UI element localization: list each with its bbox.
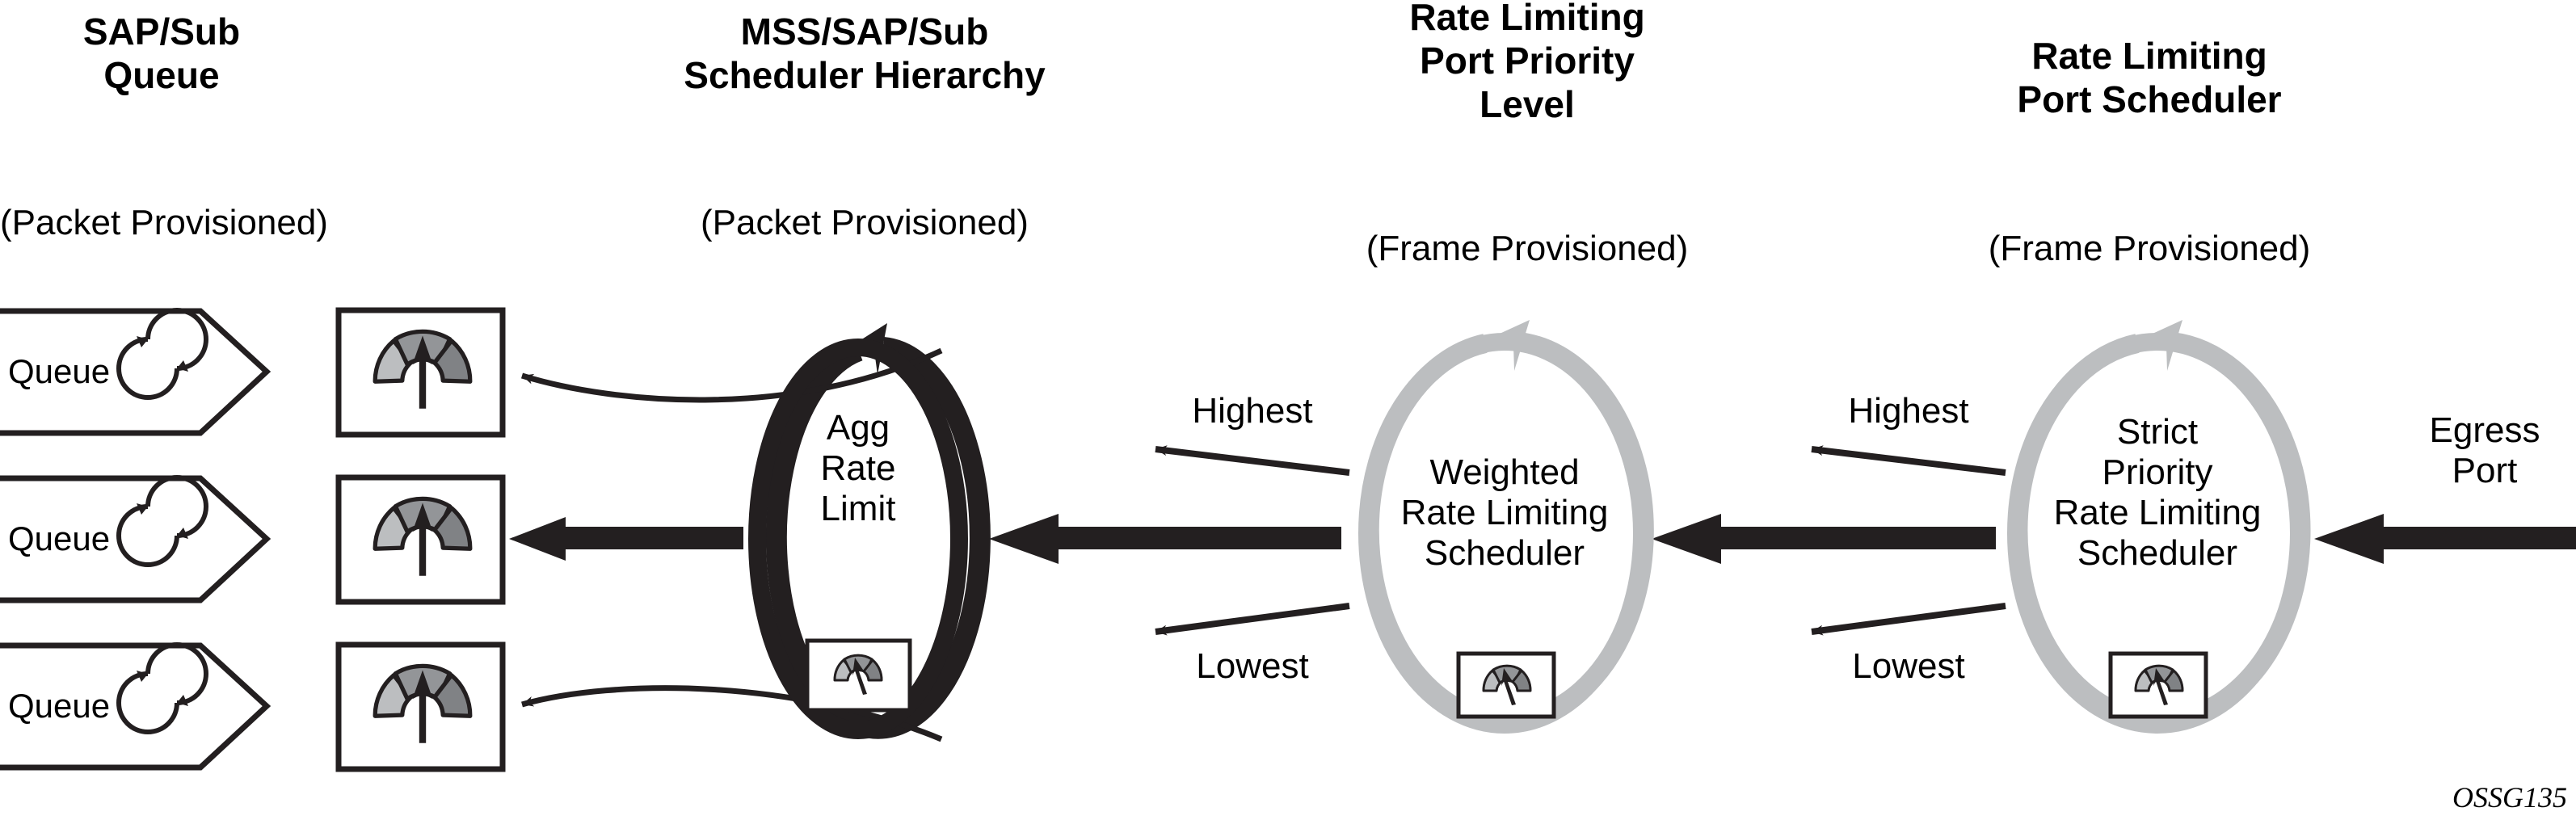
column-subtitle-rate-limiting-port-priority-level: (Frame Provisioned) bbox=[1366, 229, 1689, 268]
queue-label-1: Queue bbox=[8, 352, 111, 390]
weighted-scheduler-label: Weighted Rate Limiting Scheduler bbox=[1400, 452, 1609, 573]
column-subtitle-rate-limiting-port-scheduler: (Frame Provisioned) bbox=[1988, 229, 2311, 268]
arrow-weighted-highest bbox=[1155, 445, 1350, 476]
thick-arrow-strict-to-weighted bbox=[1652, 514, 1996, 564]
egress-port-label: Egress Port bbox=[2429, 410, 2540, 490]
strict-lowest-label: Lowest bbox=[1852, 646, 1965, 686]
queue-shape-1 bbox=[0, 308, 271, 436]
column-subtitle-mss-sap-sub-scheduler-hierarchy: (Packet Provisioned) bbox=[701, 203, 1029, 242]
thick-arrow-weighted-to-agg bbox=[989, 514, 1341, 564]
agg-rate-limit-oval bbox=[748, 339, 968, 739]
weighted-lowest-label: Lowest bbox=[1196, 646, 1309, 686]
weighted-highest-label: Highest bbox=[1192, 391, 1313, 431]
arrow-weighted-lowest bbox=[1155, 603, 1350, 636]
queue-shape-3 bbox=[0, 642, 271, 771]
thick-arrow-egress-to-strict bbox=[2314, 514, 2576, 564]
column-subtitle-sap-sub-queue: (Packet Provisioned) bbox=[0, 203, 328, 242]
gauge-box-2 bbox=[335, 474, 506, 605]
strict-priority-oval bbox=[2007, 333, 2308, 734]
queue-label-2: Queue bbox=[8, 519, 111, 557]
queue-label-3: Queue bbox=[8, 687, 111, 725]
gauge-box-3 bbox=[335, 641, 506, 772]
agg-rate-limit-gauge bbox=[805, 638, 912, 713]
arrow-strict-highest bbox=[1811, 445, 2006, 476]
thick-arrow-agg-to-gauge-2 bbox=[509, 517, 743, 561]
arrow-strict-lowest bbox=[1811, 603, 2006, 636]
strict-priority-scheduler-label: Strict Priority Rate Limiting Scheduler bbox=[2053, 412, 2262, 573]
strict-highest-label: Highest bbox=[1848, 391, 1969, 431]
gauge-box-1 bbox=[335, 307, 506, 438]
figure-id-watermark: OSSG135 bbox=[2452, 781, 2567, 814]
column-title-mss-sap-sub-scheduler-hierarchy: MSS/SAP/Sub Scheduler Hierarchy bbox=[684, 11, 1046, 96]
agg-rate-limit-label: Agg Rate Limit bbox=[820, 408, 896, 528]
queue-shape-2 bbox=[0, 475, 271, 603]
column-title-rate-limiting-port-scheduler: Rate Limiting Port Scheduler bbox=[2017, 35, 2282, 120]
weighted-scheduler-oval bbox=[1358, 333, 1651, 734]
weighted-scheduler-gauge bbox=[1456, 651, 1556, 719]
strict-priority-gauge bbox=[2108, 651, 2208, 719]
column-title-rate-limiting-port-priority-level: Rate Limiting Port Priority Level bbox=[1409, 0, 1645, 125]
curve-arrow-to-gauge-1 bbox=[520, 347, 943, 403]
column-title-sap-sub-queue: SAP/Sub Queue bbox=[82, 11, 241, 96]
